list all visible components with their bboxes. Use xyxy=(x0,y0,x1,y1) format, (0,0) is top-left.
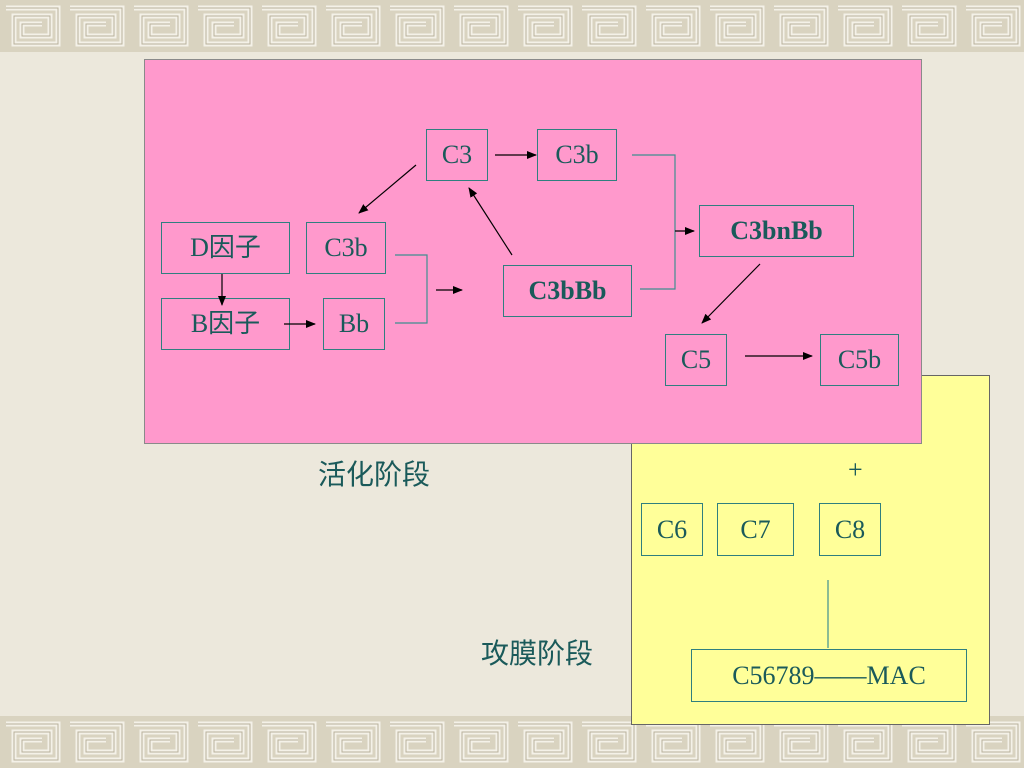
c3bnbb-box: C3bnBb xyxy=(699,205,854,257)
plus-sign: + xyxy=(848,455,863,484)
c3bbb-box: C3bBb xyxy=(503,265,632,317)
arrow-c3bnbb-to-c5 xyxy=(701,263,761,324)
c6-box: C6 xyxy=(641,503,703,556)
decorative-top-band xyxy=(0,0,1024,52)
activation-panel xyxy=(144,59,922,444)
arrow-c3bbb-to-c3 xyxy=(468,187,513,256)
d-factor-box: D因子 xyxy=(161,222,290,274)
mac-box: C56789——MAC xyxy=(691,649,967,702)
bracket-c3b-c3bbb xyxy=(632,154,676,290)
c8-box: C8 xyxy=(819,503,881,556)
bb-box: Bb xyxy=(323,298,385,350)
c3b-left-box: C3b xyxy=(306,222,386,274)
c7-box: C7 xyxy=(717,503,794,556)
key-pattern-border-top xyxy=(0,0,1024,52)
activation-stage-label: 活化阶段 xyxy=(318,458,431,491)
membrane-attack-stage-label: 攻膜阶段 xyxy=(481,637,594,670)
c3-box: C3 xyxy=(426,129,488,181)
c5-box: C5 xyxy=(665,334,727,386)
c5b-box: C5b xyxy=(820,334,899,386)
c3b-top-box: C3b xyxy=(537,129,617,181)
arrow-c3-to-c3b-left xyxy=(358,164,417,214)
bracket-c3b-bb xyxy=(395,254,428,324)
